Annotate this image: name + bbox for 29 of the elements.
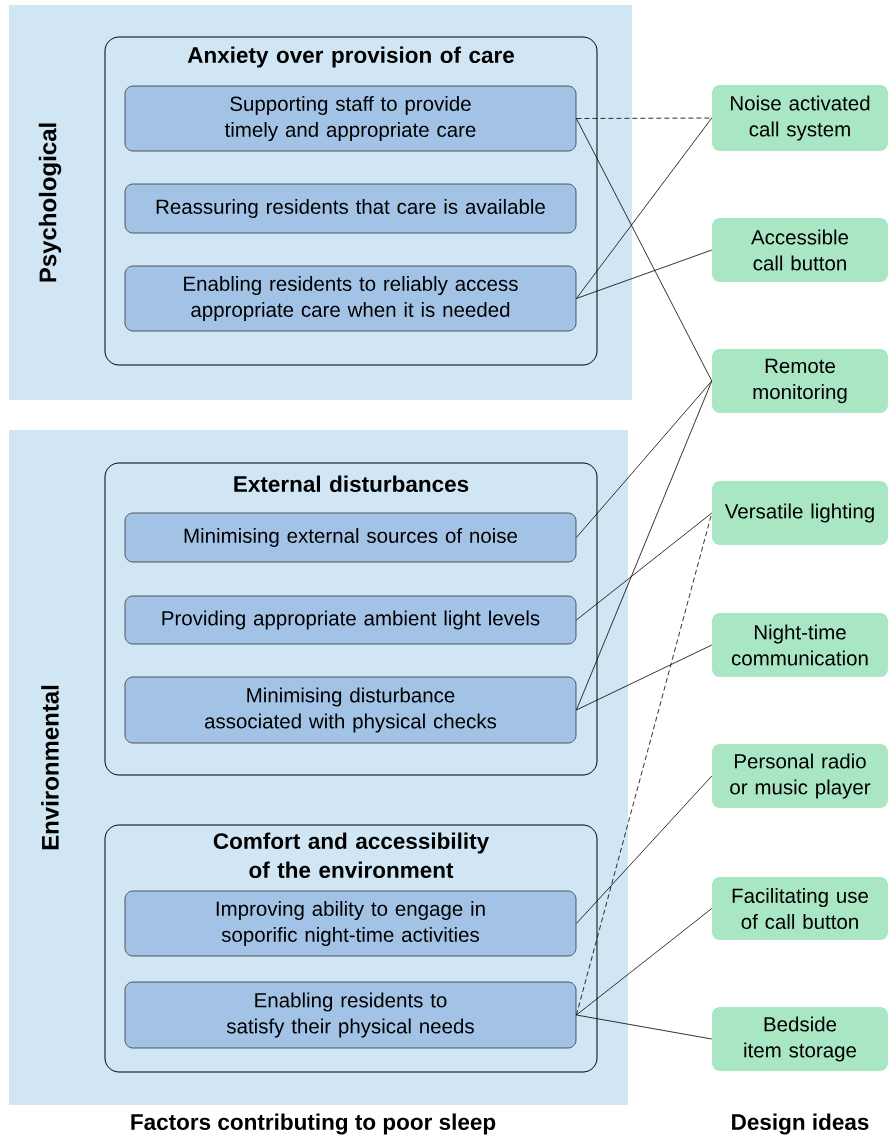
connector-line bbox=[576, 1014, 713, 1040]
design-idea-box: Facilitating use of call button bbox=[712, 877, 888, 940]
connector-line bbox=[576, 118, 713, 382]
design-idea-box: Night-time communication bbox=[712, 613, 888, 677]
column-heading: Factors contributing to poor sleep bbox=[131, 1113, 496, 1135]
column-heading: Design ideas bbox=[732, 1113, 869, 1135]
design-idea-box: Accessible call button bbox=[712, 218, 888, 282]
connector-line bbox=[576, 380, 713, 538]
connector-line bbox=[576, 644, 713, 711]
factor-box: Improving ability to engage in soporific night-time activities bbox=[124, 890, 577, 957]
factor-box: Enabling residents to satisfy their physical needs bbox=[124, 981, 577, 1049]
connector-line bbox=[576, 380, 713, 711]
factor-box: Providing appropriate ambient light levels bbox=[124, 595, 577, 645]
design-idea-box: Versatile lighting bbox=[712, 481, 888, 545]
design-idea-box: Remote monitoring bbox=[712, 349, 888, 413]
design-idea-box: Personal radio or music player bbox=[712, 744, 888, 808]
connector-line bbox=[576, 117, 713, 299]
connector-line bbox=[576, 908, 713, 1016]
connector-line bbox=[576, 512, 713, 1016]
factor-box: Minimising external sources of noise bbox=[124, 512, 577, 563]
connector-line bbox=[576, 512, 713, 621]
connector-line bbox=[576, 249, 713, 299]
design-idea-box: Noise activated call system bbox=[712, 85, 888, 151]
design-idea-box: Bedside item storage bbox=[712, 1007, 888, 1071]
factor-box: Enabling residents to reliably access appropriate care when it is needed bbox=[124, 265, 577, 332]
factor-box: Supporting staff to provide timely and appropriate care bbox=[124, 85, 577, 152]
factor-box: Minimising disturbance associated with physical checks bbox=[124, 676, 577, 744]
connector-line bbox=[576, 775, 713, 924]
factor-box: Reassuring residents that care is available bbox=[124, 183, 577, 234]
